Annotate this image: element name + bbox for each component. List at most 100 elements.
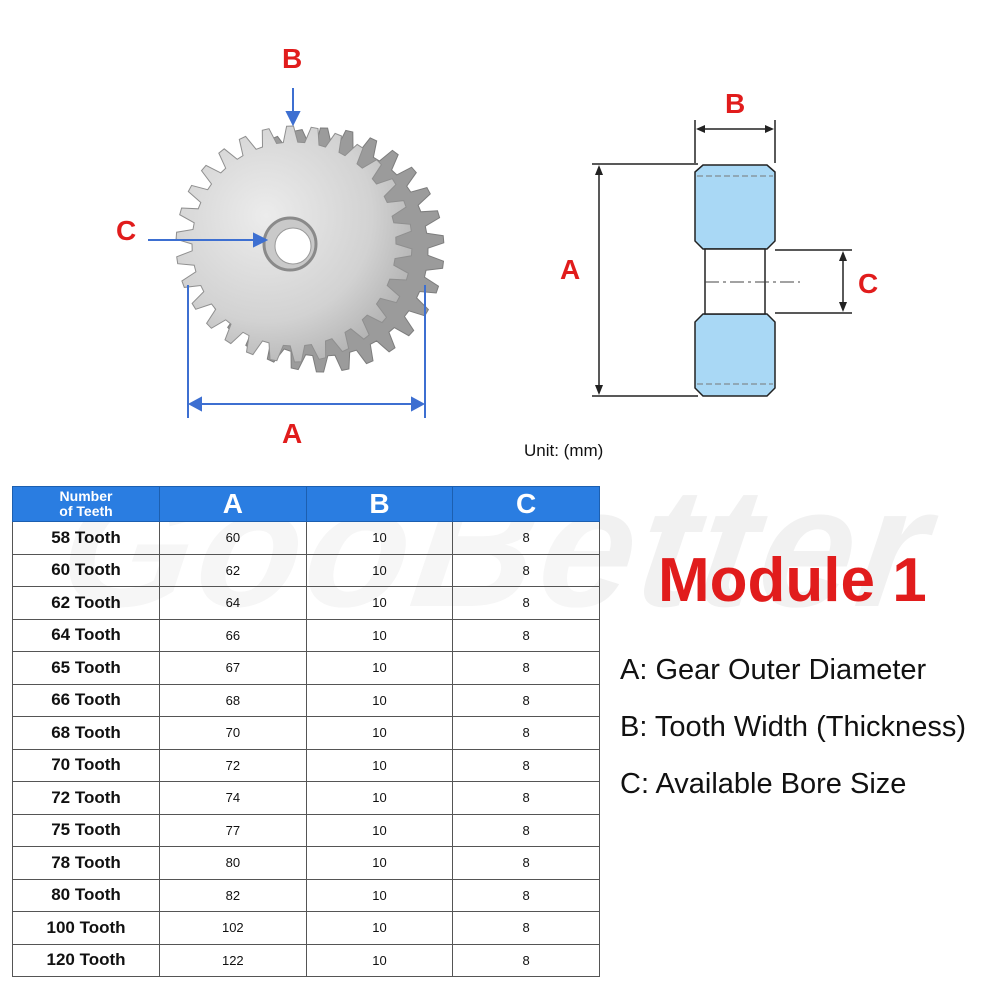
cell-teeth: 75 Tooth — [12, 813, 160, 847]
legend-b: B: Tooth Width (Thickness) — [620, 711, 966, 743]
cell-c: 8 — [452, 521, 600, 555]
cell-c: 8 — [452, 586, 600, 620]
cell-teeth: 72 Tooth — [12, 781, 160, 815]
cell-b: 10 — [305, 618, 454, 652]
cell-b: 10 — [305, 748, 454, 782]
cell-c: 8 — [452, 716, 600, 750]
dimension-legend: A: Gear Outer Diameter B: Tooth Width (T… — [620, 650, 966, 821]
cell-c: 8 — [452, 748, 600, 782]
header-col-c: C — [452, 486, 600, 522]
cell-teeth: 120 Tooth — [12, 943, 160, 977]
cell-b: 10 — [305, 586, 454, 620]
diagram-b-right-arrowhead — [765, 125, 774, 133]
cell-c: 8 — [452, 878, 600, 912]
cell-c: 8 — [452, 651, 600, 685]
cell-c: 8 — [452, 553, 600, 587]
cell-a: 66 — [159, 618, 307, 652]
cell-b: 10 — [305, 813, 454, 847]
cell-teeth: 65 Tooth — [12, 651, 160, 685]
gear-photo — [148, 88, 445, 418]
cell-b: 10 — [305, 781, 454, 815]
cell-teeth: 100 Tooth — [12, 911, 160, 945]
cell-a: 68 — [159, 683, 307, 717]
diagram-a-top-arrowhead — [595, 165, 603, 175]
diagram-label-c: C — [858, 268, 879, 299]
cell-c: 8 — [452, 781, 600, 815]
cell-a: 82 — [159, 878, 307, 912]
cell-a: 62 — [159, 553, 307, 587]
header-number-line2: of Teeth — [59, 503, 113, 519]
cell-c: 8 — [452, 943, 600, 977]
diagram-c-bottom-arrowhead — [839, 302, 847, 312]
cell-b: 10 — [305, 943, 454, 977]
spec-table-header: Number of Teeth A B C — [12, 486, 600, 522]
cell-a: 102 — [159, 911, 307, 945]
cell-c: 8 — [452, 846, 600, 880]
diagram-label-b: B — [725, 88, 746, 119]
cell-teeth: 78 Tooth — [12, 846, 160, 880]
cell-teeth: 80 Tooth — [12, 878, 160, 912]
cell-a: 122 — [159, 943, 307, 977]
cell-a: 60 — [159, 521, 307, 555]
diagram-lower-section — [694, 313, 776, 397]
photo-label-b: B — [282, 43, 303, 74]
cell-a: 64 — [159, 586, 307, 620]
cell-teeth: 64 Tooth — [12, 618, 160, 652]
gear-bore-hole — [274, 227, 312, 265]
header-col-b: B — [305, 486, 454, 522]
cell-teeth: 60 Tooth — [12, 553, 160, 587]
diagram-c-top-arrowhead — [839, 251, 847, 261]
cell-b: 10 — [305, 683, 454, 717]
cell-a: 74 — [159, 781, 307, 815]
dimension-c-arrowhead — [253, 232, 269, 248]
cell-a: 67 — [159, 651, 307, 685]
diagram-b-left-arrowhead — [696, 125, 705, 133]
header-number-line1: Number — [59, 488, 113, 504]
cell-teeth: 70 Tooth — [12, 748, 160, 782]
legend-c: C: Available Bore Size — [620, 768, 907, 800]
diagram-label-a: A — [560, 254, 581, 285]
module-title: Module 1 — [658, 546, 927, 615]
diagram-a-bottom-arrowhead — [595, 385, 603, 395]
gear-cross-section-diagram — [592, 120, 852, 397]
cell-c: 8 — [452, 618, 600, 652]
cell-a: 77 — [159, 813, 307, 847]
dimension-b-arrowhead — [285, 111, 301, 127]
diagram-upper-section — [694, 164, 776, 250]
header-col-a: A — [159, 486, 307, 522]
legend-a: A: Gear Outer Diameter — [620, 654, 927, 686]
cell-b: 10 — [305, 716, 454, 750]
cell-teeth: 62 Tooth — [12, 586, 160, 620]
photo-label-a: A — [282, 418, 303, 449]
cell-b: 10 — [305, 878, 454, 912]
cell-b: 10 — [305, 553, 454, 587]
unit-label: Unit: (mm) — [524, 441, 604, 460]
dimension-a-left-arrowhead — [187, 396, 202, 412]
cell-teeth: 68 Tooth — [12, 716, 160, 750]
cell-teeth: 58 Tooth — [12, 521, 160, 555]
cell-c: 8 — [452, 683, 600, 717]
cell-b: 10 — [305, 521, 454, 555]
photo-label-c: C — [116, 215, 137, 246]
cell-a: 80 — [159, 846, 307, 880]
cell-a: 72 — [159, 748, 307, 782]
header-number-of-teeth: Number of Teeth — [12, 486, 160, 522]
cell-c: 8 — [452, 813, 600, 847]
cell-teeth: 66 Tooth — [12, 683, 160, 717]
cell-a: 70 — [159, 716, 307, 750]
cell-c: 8 — [452, 911, 600, 945]
cell-b: 10 — [305, 911, 454, 945]
